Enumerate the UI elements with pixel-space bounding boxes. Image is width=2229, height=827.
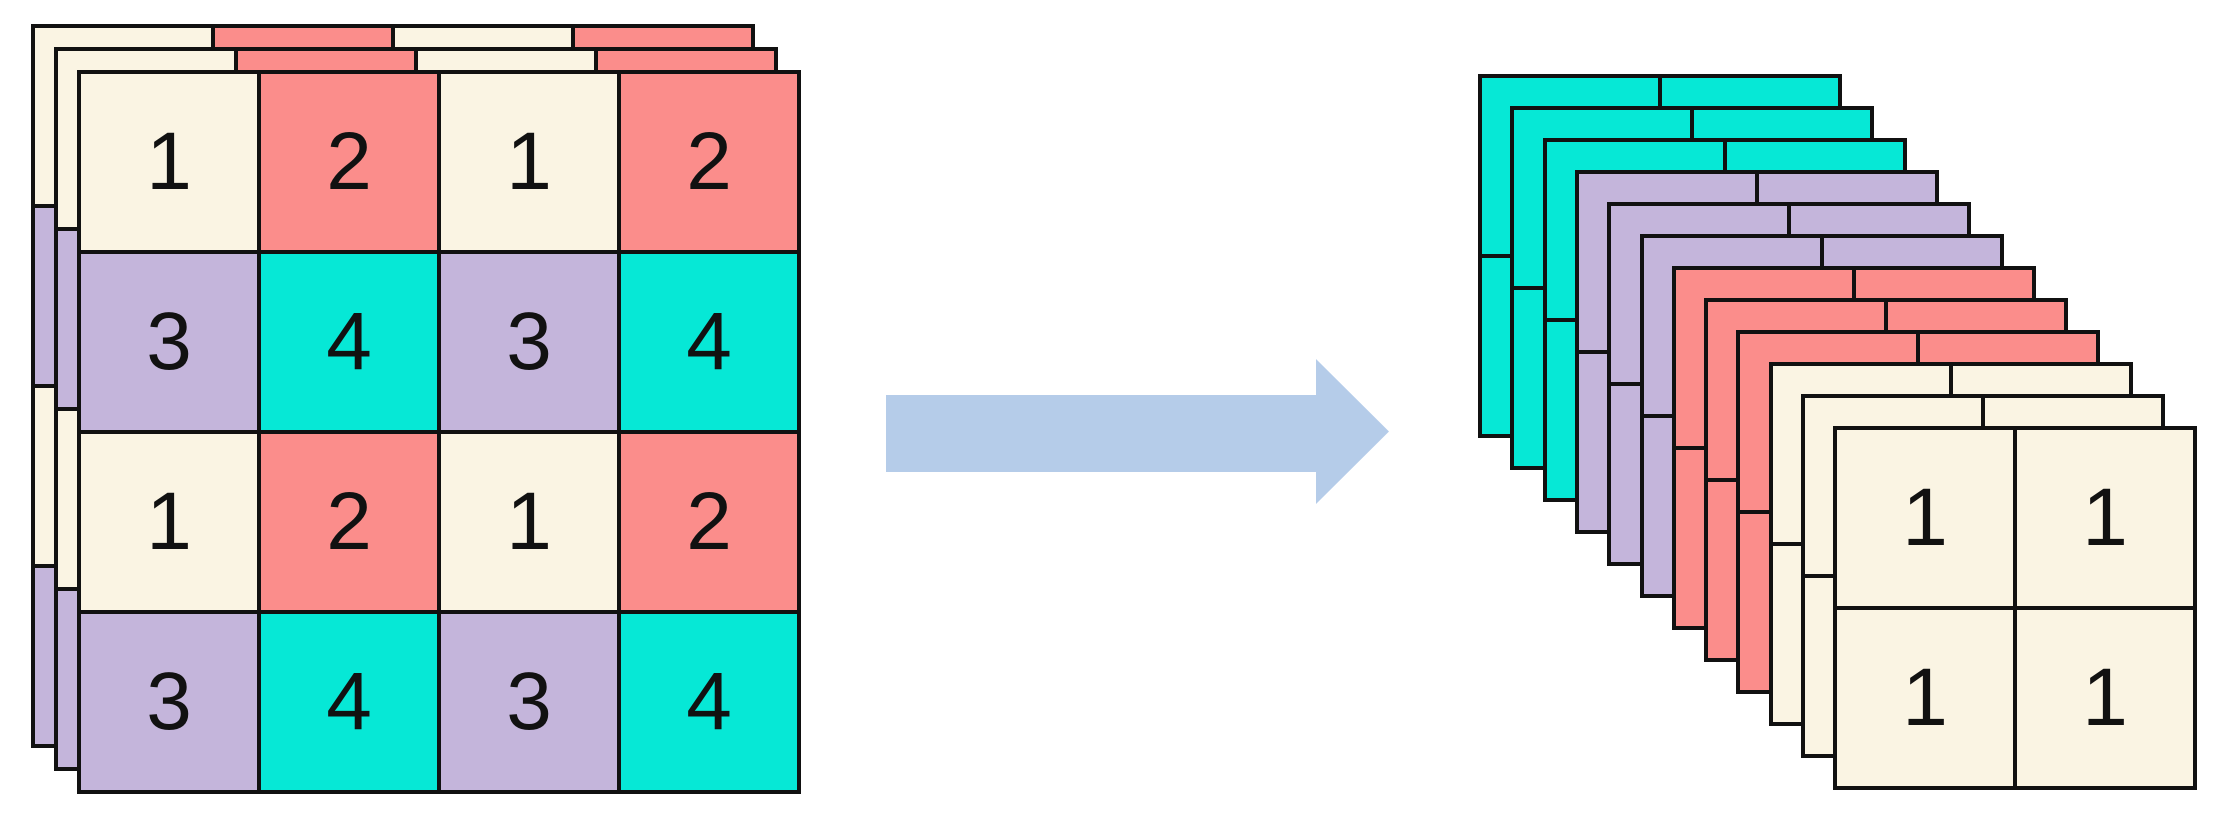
input-cell: 2	[259, 72, 439, 252]
input-cell-value: 4	[686, 656, 732, 747]
output-channel-layer-12-cream: 1 1 1 1	[1833, 426, 2197, 790]
input-cell-value: 3	[506, 656, 552, 747]
input-cell: 3	[439, 252, 619, 432]
input-cell-value: 2	[326, 476, 372, 567]
output-cell-value: 1	[1902, 652, 1948, 743]
input-cell-value: 3	[146, 656, 192, 747]
input-cell: 2	[619, 72, 799, 252]
input-cell-value: 4	[326, 656, 372, 747]
input-cell: 1	[439, 432, 619, 612]
input-cell: 3	[79, 612, 259, 792]
input-cell-value: 2	[686, 476, 732, 567]
input-cell-value: 4	[326, 296, 372, 387]
output-cell: 1	[1835, 428, 2015, 608]
input-cell-value: 2	[326, 116, 372, 207]
right-arrow-shape	[886, 359, 1389, 504]
input-cell: 3	[79, 252, 259, 432]
output-cell-value: 1	[1902, 472, 1948, 563]
input-cell: 2	[259, 432, 439, 612]
input-cell-value: 1	[506, 116, 552, 207]
input-cell-value: 4	[686, 296, 732, 387]
input-cell-value: 3	[146, 296, 192, 387]
output-cell-value: 1	[2082, 652, 2128, 743]
input-cell: 3	[439, 612, 619, 792]
output-cell-value: 1	[2082, 472, 2128, 563]
output-cell: 1	[2015, 608, 2195, 788]
input-cell: 4	[619, 252, 799, 432]
input-cell-value: 1	[146, 116, 192, 207]
input-cell-value: 2	[686, 116, 732, 207]
output-cell: 1	[1835, 608, 2015, 788]
input-cell: 1	[439, 72, 619, 252]
input-tensor-layer-3: 1 2 1 2 3 4 3 4 1 2 1 2 3 4 3 4	[77, 70, 801, 794]
input-cell: 1	[79, 72, 259, 252]
input-cell-value: 1	[146, 476, 192, 567]
input-cell: 4	[259, 252, 439, 432]
input-cell: 1	[79, 432, 259, 612]
output-cell: 1	[2015, 428, 2195, 608]
input-cell-value: 1	[506, 476, 552, 567]
input-cell: 2	[619, 432, 799, 612]
input-cell: 4	[259, 612, 439, 792]
right-arrow-icon	[886, 359, 1389, 504]
input-cell: 4	[619, 612, 799, 792]
input-cell-value: 3	[506, 296, 552, 387]
